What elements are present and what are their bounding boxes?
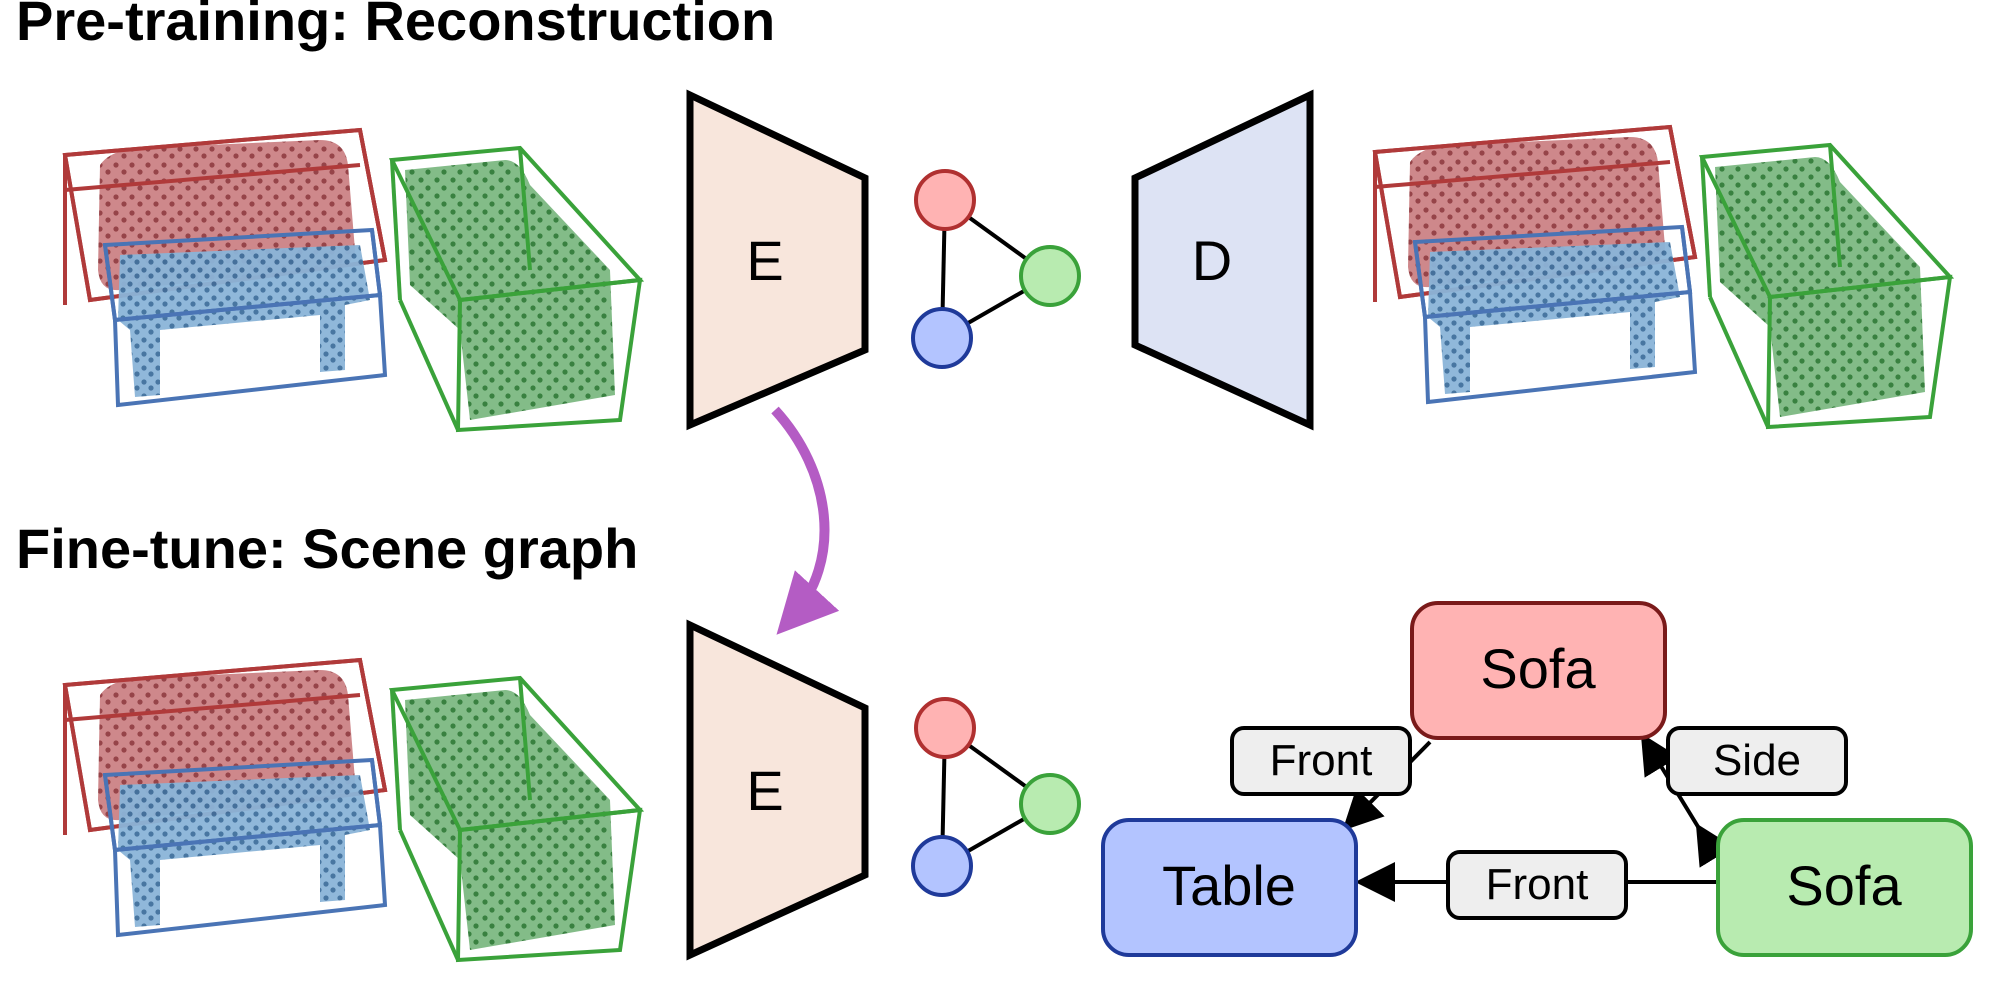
encoder-label-finetune: E (746, 759, 783, 822)
encoder-block-finetune: E (686, 619, 869, 961)
scene-graph: Sofa Table Sofa Front Side Front (1101, 601, 1973, 957)
node-sofa-right: Sofa (1716, 818, 1973, 957)
node-table: Table (1101, 818, 1358, 957)
edge-label-front-1-text: Front (1270, 736, 1373, 785)
latent-graph-bottom (911, 697, 1081, 897)
edge-label-front-2-text: Front (1486, 860, 1589, 909)
edge-label-front-2: Front (1446, 850, 1628, 920)
pretrain-title: Pre-training: Reconstruction (16, 0, 775, 52)
node-sofa-top: Sofa (1410, 601, 1667, 740)
input-scene-3d-finetune (63, 658, 642, 962)
decoder-label: D (1192, 229, 1232, 292)
encoder-block: E (686, 89, 869, 431)
encoder-label: E (746, 229, 783, 292)
weight-transfer-arrow (771, 406, 840, 635)
reconstructed-scene-3d (1373, 125, 1952, 429)
edge-label-front-1: Front (1230, 726, 1412, 796)
input-scene-3d (63, 128, 642, 432)
edge-label-side: Side (1666, 726, 1848, 796)
node-table-label: Table (1162, 854, 1296, 917)
edge-label-side-text: Side (1713, 736, 1801, 785)
decoder-block: D (1131, 89, 1314, 431)
node-sofa-top-label: Sofa (1480, 637, 1596, 700)
finetune-title: Fine-tune: Scene graph (16, 517, 638, 580)
latent-graph-top (911, 169, 1081, 369)
node-sofa-right-label: Sofa (1786, 854, 1902, 917)
